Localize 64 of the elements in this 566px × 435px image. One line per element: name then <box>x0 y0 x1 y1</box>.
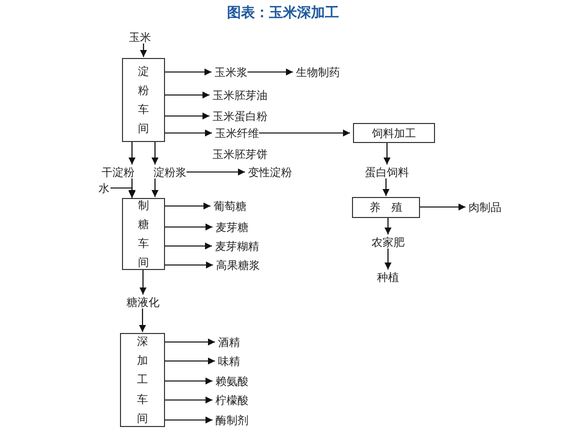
arrow <box>165 416 212 424</box>
chart-title: 图表：玉米深加工 <box>226 4 340 22</box>
arrow <box>165 112 210 120</box>
node-label: 酒精 <box>218 336 240 348</box>
node-label: 玉米纤维 <box>215 126 259 140</box>
arrow <box>152 178 158 197</box>
node-label: 葡萄糖 <box>214 200 246 212</box>
arrow <box>165 338 215 346</box>
node-label: 麦芽糖 <box>216 220 248 234</box>
arrow <box>382 178 390 196</box>
arrow <box>420 204 466 210</box>
arrow <box>165 224 212 230</box>
node-label: 糖液化 <box>126 296 160 308</box>
node-label: 水 <box>98 182 110 194</box>
arrow <box>165 242 212 250</box>
arrow <box>140 44 147 57</box>
arrow <box>384 248 392 270</box>
arrow <box>165 68 212 76</box>
node-label: 玉米 <box>129 30 151 44</box>
arrow <box>140 270 146 294</box>
node-label: 酶制剂 <box>216 414 248 426</box>
node-label: 玉米浆 <box>214 66 248 78</box>
node-label: 味精 <box>218 354 240 368</box>
arrow <box>165 202 210 210</box>
node-label: 玉米胚芽油 <box>212 88 268 102</box>
node-label: 蛋白饲料 <box>365 166 409 178</box>
process-box <box>120 333 165 427</box>
node-label: 干淀粉 <box>102 166 134 178</box>
box-label: 饲料加工 <box>372 126 416 140</box>
node-label: 高果糖浆 <box>216 258 260 272</box>
node-label: 赖氨酸 <box>216 374 248 388</box>
node-label: 肉制品 <box>468 200 502 214</box>
arrow <box>165 396 212 404</box>
node-label: 种植 <box>377 270 399 284</box>
arrow <box>259 130 350 136</box>
node-label: 生物制药 <box>296 66 340 78</box>
box-label: 深加工车间 <box>137 334 148 427</box>
arrow <box>165 378 212 384</box>
process-box <box>122 58 165 142</box>
box-label: 淀粉车间 <box>138 64 149 138</box>
arrow <box>165 358 215 364</box>
arrow <box>165 262 213 268</box>
node-label: 柠檬酸 <box>216 394 248 406</box>
arrow <box>384 218 392 234</box>
arrow <box>165 92 210 98</box>
process-box <box>353 123 435 143</box>
process-box <box>122 198 165 270</box>
node-label: 农家肥 <box>372 236 404 248</box>
arrow <box>384 143 390 164</box>
box-label: 养 殖 <box>370 200 402 215</box>
arrow <box>139 308 146 332</box>
node-label: 淀粉浆 <box>154 166 186 178</box>
arrow <box>152 142 158 164</box>
node-label: 变性淀粉 <box>248 166 292 178</box>
arrow <box>110 187 136 198</box>
arrow <box>186 168 245 176</box>
node-label: 麦芽糊精 <box>215 240 259 252</box>
arrow <box>165 130 212 136</box>
process-box <box>352 197 420 218</box>
box-label: 制糖车间 <box>138 198 149 272</box>
arrow <box>248 68 293 76</box>
product-label: 玉米胚芽饼 <box>212 148 268 160</box>
node-label: 玉米蛋白粉 <box>212 110 268 122</box>
arrow <box>128 142 136 164</box>
